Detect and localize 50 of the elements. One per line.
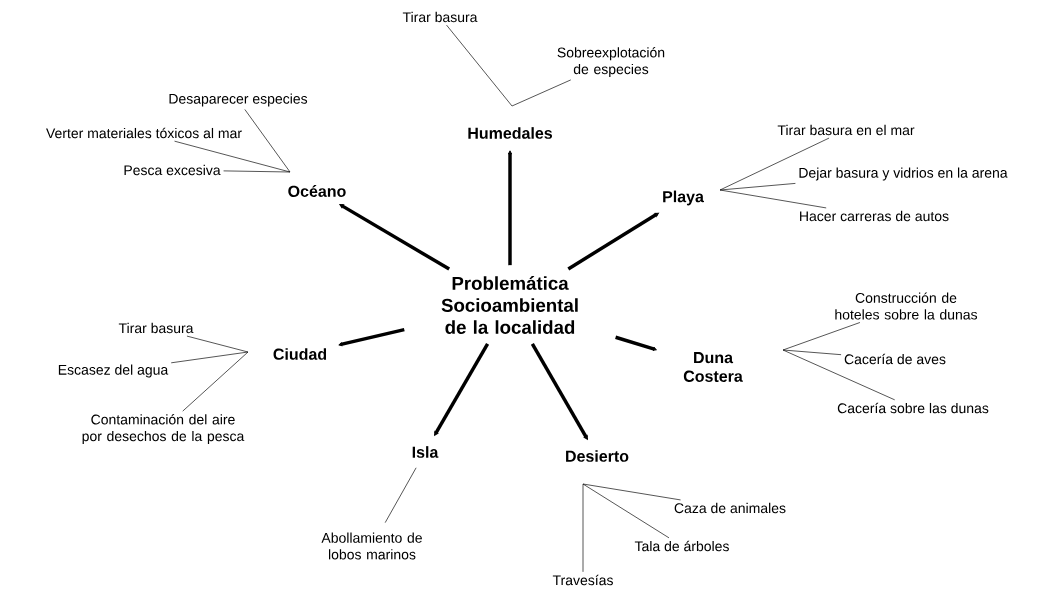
leader-line [446,24,513,107]
problem-text: Cacería de aves [844,353,946,365]
topic-label: Playa [663,190,704,206]
leader-line [170,351,249,364]
problem-text: Caza de animales [674,502,786,514]
problem-text: Cacería sobre las dunas [837,402,989,414]
leader-line [244,109,291,173]
topic-label: Desierto [566,450,629,462]
problem-text: Desaparecer especies [169,93,308,107]
problem-text: Abollamiento de lobos marinos [321,532,422,560]
problem-text: Tirar basura en el mar [777,124,915,136]
connector-line [384,467,417,523]
leader-line [511,79,572,107]
leader-line [782,349,896,401]
topic-label: Océano [288,185,346,197]
topic-label: Isla [412,446,439,458]
problem-text: Tirar basura [402,11,478,23]
leader-line [582,483,584,573]
leader-line [782,349,842,355]
arrow [434,342,490,436]
arrow [339,204,451,271]
leader-line [719,137,830,191]
problem-text: Dejar basura y vidrios en la arena [799,167,1008,181]
arrow [338,327,405,347]
problem-text: Tala de árboles [634,540,729,552]
leader-line [186,335,249,353]
arrow [530,342,588,440]
topic-label: Duna Costera [683,352,743,382]
problem-text: Tirar basura [118,322,194,334]
problem-text: Verter materiales tóxicos al mar [46,127,242,139]
problem-text: Travesías [552,574,613,586]
problem-text: Sobreexplotación de especies [557,47,665,77]
leader-line [182,351,249,412]
topic-label: Humedales [468,127,552,139]
leader-line [582,483,670,539]
leader-line [223,170,291,173]
leader-line [719,189,827,209]
leader-line [719,183,796,191]
leader-line [582,483,681,501]
arrow [567,212,659,271]
central-topic: Problemática Socioambiental de la localidad [441,276,578,334]
problem-text: Contaminación del aire por desechos de la pesca [82,414,245,444]
problem-text: Escasez del agua [58,364,169,378]
arrow [508,150,512,266]
arrow [615,335,657,351]
problem-text: Construcción de hoteles sobre la dunas [835,292,978,320]
problem-text: Pesca excesiva [124,164,221,176]
topic-label: Ciudad [273,348,327,360]
leader-line [782,322,861,351]
problem-text: Hacer carreras de autos [800,210,949,222]
